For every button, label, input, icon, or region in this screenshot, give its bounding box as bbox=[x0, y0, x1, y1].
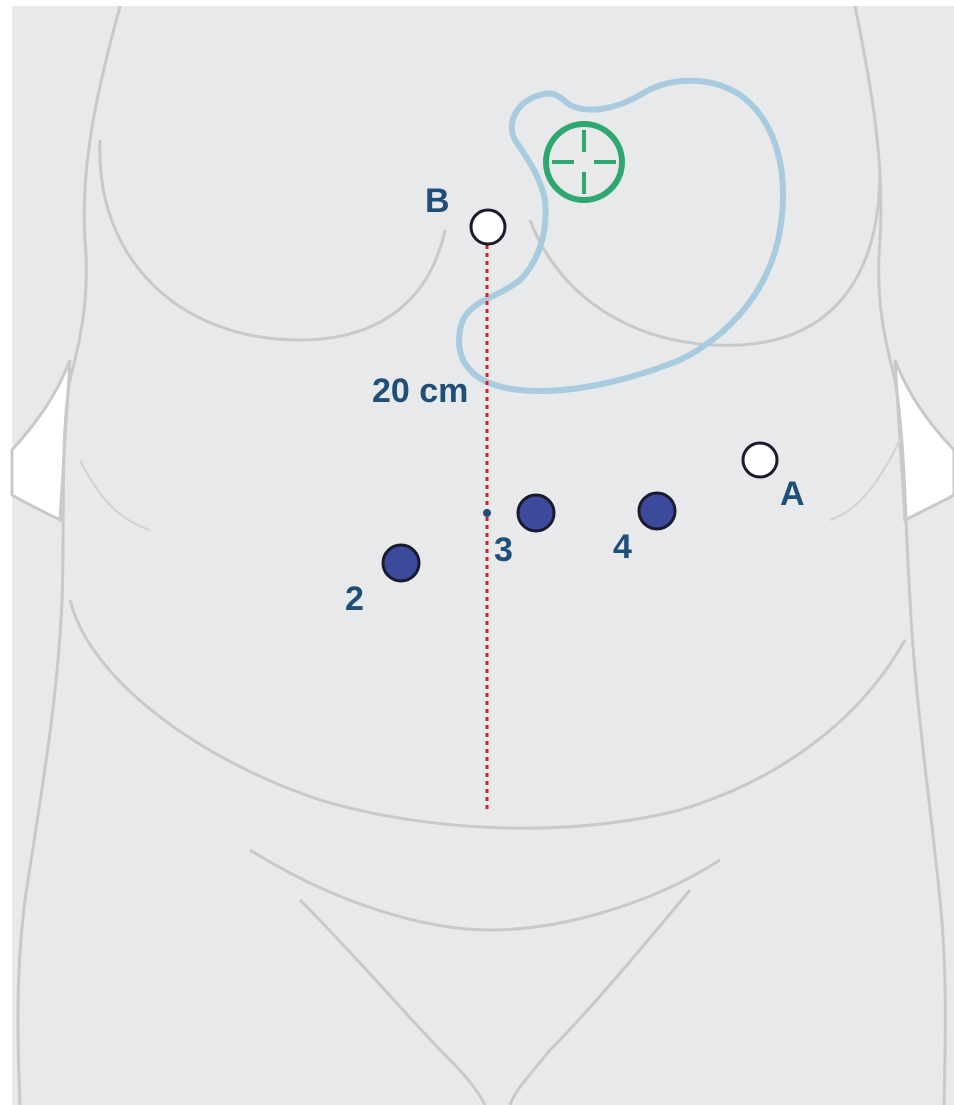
port-B-marker bbox=[471, 210, 505, 244]
port-4-label: 4 bbox=[613, 528, 632, 566]
port-3-label: 3 bbox=[494, 531, 513, 569]
port-4-marker bbox=[639, 493, 675, 529]
measurement-point bbox=[483, 509, 491, 517]
port-2-marker bbox=[383, 545, 419, 581]
port-2-label: 2 bbox=[345, 580, 364, 618]
measurement-label: 20 cm bbox=[372, 372, 468, 410]
port-A-marker bbox=[743, 443, 777, 477]
port-B-label: B bbox=[425, 182, 450, 220]
port-A-label: A bbox=[780, 475, 805, 513]
torso-body bbox=[12, 6, 954, 1105]
torso-silhouette bbox=[12, 6, 954, 1105]
port-3-marker bbox=[518, 495, 554, 531]
